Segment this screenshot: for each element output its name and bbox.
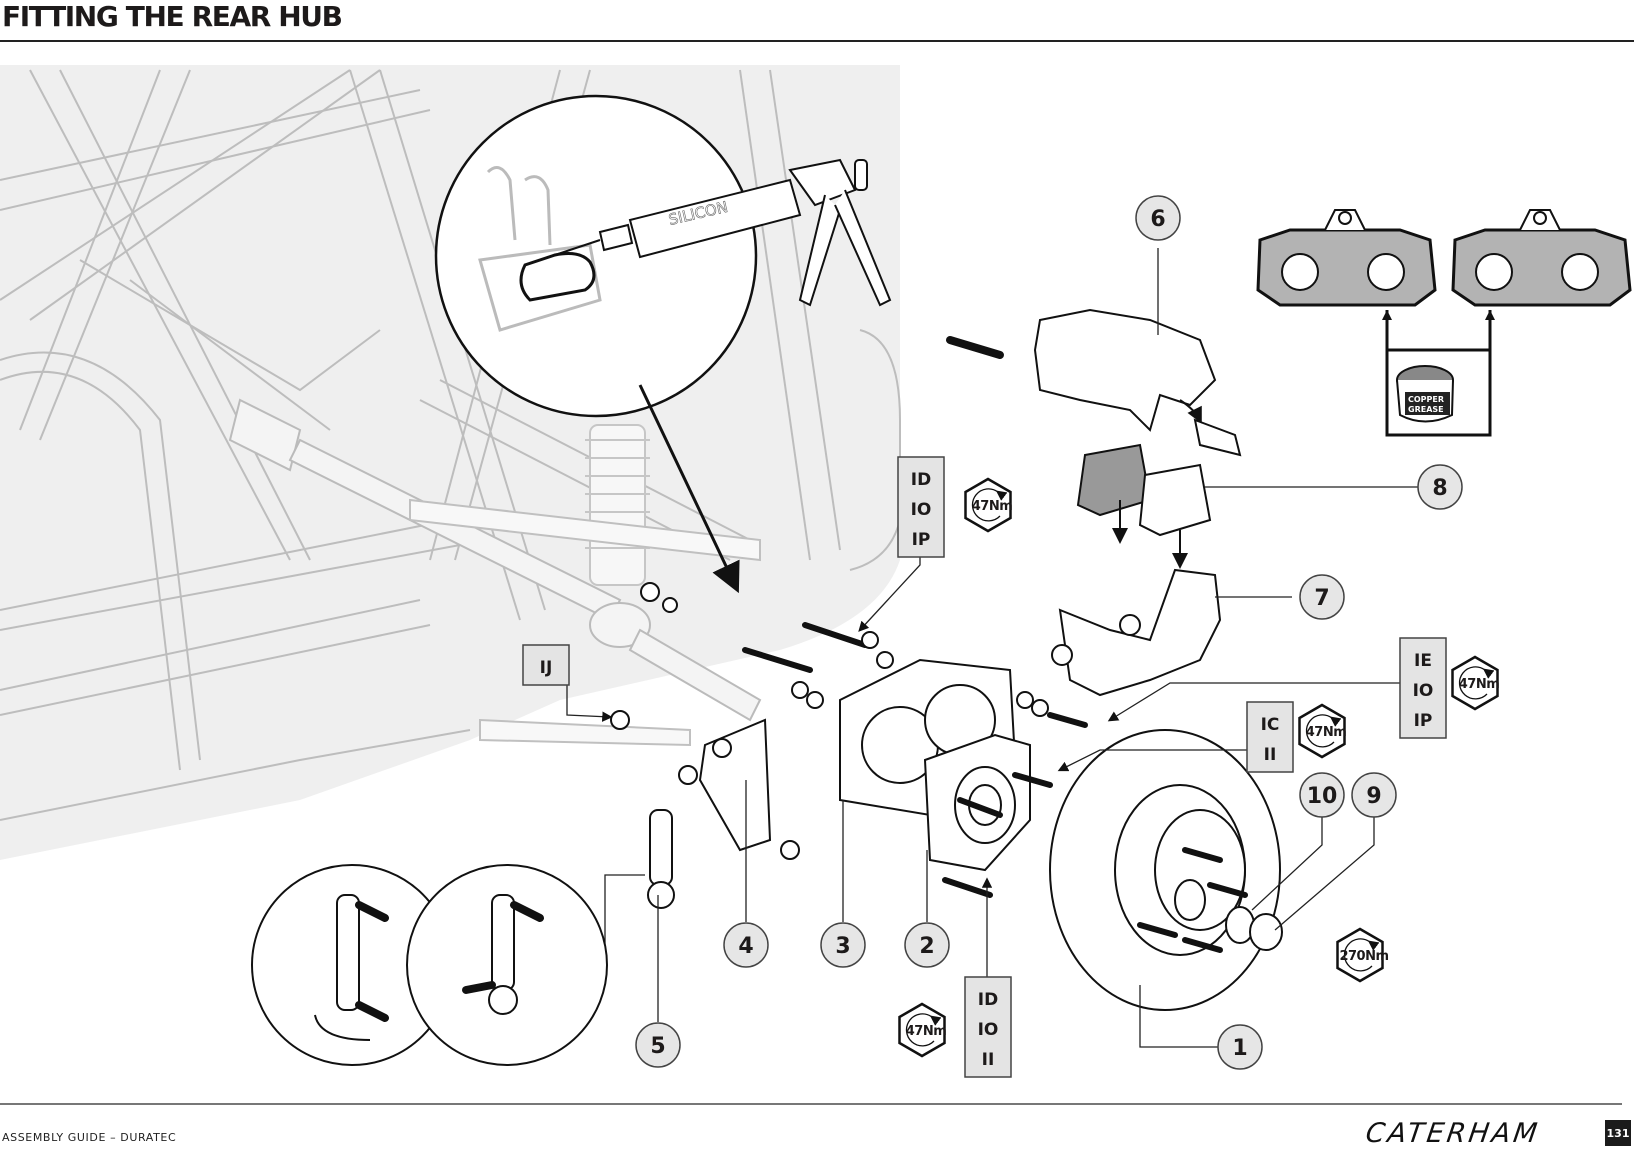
torque-value: 47Nm (906, 1024, 947, 1039)
callout-circle (1135, 195, 1181, 241)
callout-circle (635, 1022, 681, 1068)
callout-9: 9 (1351, 772, 1397, 818)
code-box: ID IO II (964, 976, 1012, 1078)
callout-number: 3 (835, 934, 850, 959)
pad-grease-detail: COPPER GREASE (1256, 209, 1632, 437)
grease-label-1: COPPER (1408, 395, 1444, 404)
procedure-code: II (1264, 745, 1277, 765)
guide-title: ASSEMBLY GUIDE – DURATEC (2, 1131, 177, 1144)
callout-circle (1351, 772, 1397, 818)
callout-number: 6 (1150, 207, 1165, 232)
procedure-code-boxes: ID IO IP IJ IE IO IP IC II ID IO II (522, 456, 1447, 1078)
torque-value: 47Nm (1459, 677, 1500, 692)
callout-4: 4 (723, 922, 769, 968)
procedure-code: IE (1414, 651, 1432, 671)
callout-6: 6 (1135, 195, 1181, 241)
callout-number: 5 (650, 1034, 665, 1059)
torque-badge: 47Nm (898, 1002, 947, 1058)
code-box: IE IO IP (1399, 637, 1447, 739)
hub-components (610, 308, 1283, 1011)
callout-number: 8 (1432, 476, 1447, 501)
sealant-detail-view: SILICON (434, 94, 892, 594)
rotate-arrow-icon (1343, 938, 1380, 972)
torque-value: 47Nm (972, 499, 1013, 514)
procedure-code: II (982, 1050, 995, 1070)
code-box: IJ (522, 644, 570, 686)
link-adjust-detail (251, 864, 608, 1066)
torque-value: 270Nm (1339, 949, 1388, 964)
code-box: IC II (1246, 701, 1294, 773)
torque-badge: 270Nm (1336, 927, 1389, 983)
callout-circle (1417, 464, 1463, 510)
procedure-code: IJ (540, 658, 553, 678)
callout-number: 1 (1232, 1036, 1247, 1061)
procedure-code: IO (1413, 681, 1434, 701)
procedure-code: ID (911, 470, 931, 490)
callout-2: 2 (904, 922, 950, 968)
rotate-arrow-icon (1458, 666, 1495, 700)
callout-8: 8 (1417, 464, 1463, 510)
torque-badge: 47Nm (964, 477, 1013, 533)
rotate-arrow-icon (1305, 714, 1342, 748)
callout-7: 7 (1299, 574, 1345, 620)
procedure-code: IO (911, 500, 932, 520)
code-box-frame (1399, 637, 1447, 739)
torque-value: 47Nm (1306, 725, 1347, 740)
callout-circle (1299, 772, 1345, 818)
torque-badges: 47Nm 47Nm 47Nm 47Nm 270Nm (898, 477, 1500, 1058)
procedure-code: IP (912, 530, 931, 550)
procedure-code: ID (978, 990, 998, 1010)
footer-divider (0, 1103, 1622, 1105)
callout-number: 10 (1307, 784, 1338, 809)
procedure-code: IC (1261, 715, 1280, 735)
callout-circle (1217, 1024, 1263, 1070)
page-title: FITTING THE REAR HUB (2, 0, 343, 33)
callout-circle (1299, 574, 1345, 620)
code-box: ID IO IP (897, 456, 945, 558)
callout-1: 1 (1217, 1024, 1263, 1070)
code-box-frame (1246, 701, 1294, 773)
callout-3: 3 (820, 922, 866, 968)
callout-circle (723, 922, 769, 968)
callout-10: 10 (1299, 772, 1345, 818)
code-box-frame (964, 976, 1012, 1078)
brand-logo: CATERHAM (1363, 1118, 1542, 1149)
page-number: 131 (1605, 1120, 1631, 1146)
callout-number: 7 (1314, 586, 1329, 611)
rotate-arrow-icon (971, 488, 1008, 522)
callout-number: 2 (919, 934, 934, 959)
code-box-frame (897, 456, 945, 558)
callout-circle (904, 922, 950, 968)
procedure-code: IP (1414, 711, 1433, 731)
callout-circle (820, 922, 866, 968)
callout-5: 5 (635, 1022, 681, 1068)
callout-number: 4 (738, 934, 753, 959)
torque-badge: 47Nm (1451, 655, 1500, 711)
callout-number: 9 (1366, 784, 1381, 809)
header-divider (0, 40, 1634, 42)
procedure-code: IO (978, 1020, 999, 1040)
grease-label-2: GREASE (1408, 405, 1444, 414)
code-box-frame (522, 644, 570, 686)
part-callouts: 1 2 3 4 5 6 7 8 9 10 (635, 195, 1463, 1070)
rotate-arrow-icon (905, 1013, 942, 1047)
torque-badge: 47Nm (1298, 703, 1347, 759)
